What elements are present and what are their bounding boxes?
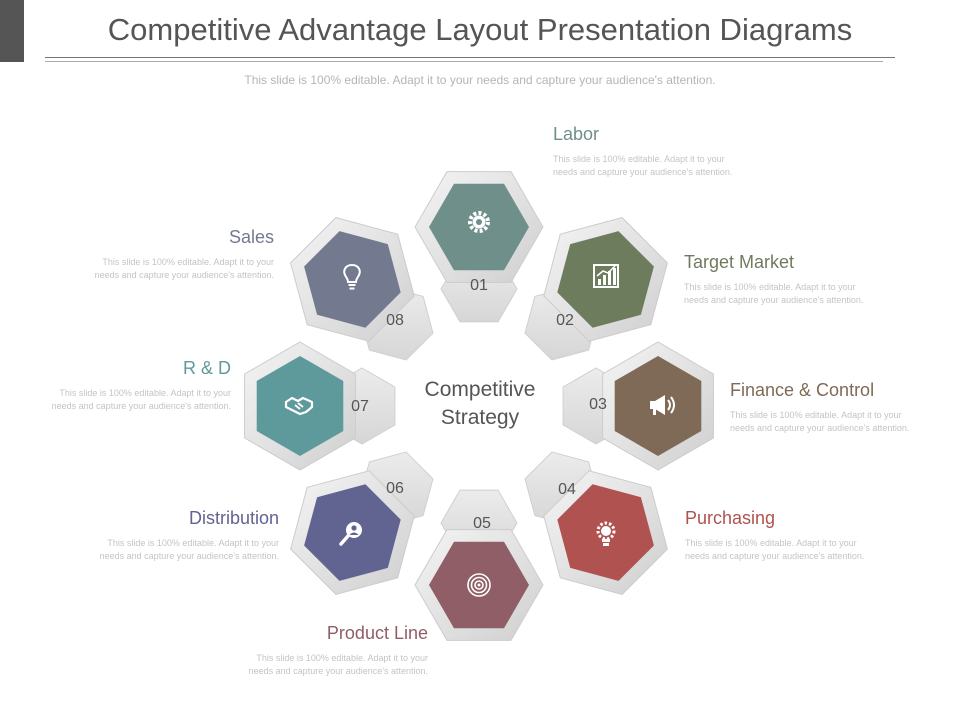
label-distribution-desc: This slide is 100% editable. Adapt it to… bbox=[99, 538, 279, 561]
center-label-line1: Competitive bbox=[424, 378, 536, 401]
step-number-07: 07 bbox=[351, 398, 369, 415]
corner-block bbox=[0, 0, 24, 62]
handshake-icon bbox=[279, 385, 319, 425]
step-number-04: 04 bbox=[558, 481, 576, 498]
target-icon bbox=[459, 565, 499, 605]
step-number-03: 03 bbox=[589, 396, 607, 413]
label-distribution: Distribution This slide is 100% editable… bbox=[79, 508, 279, 563]
step-number-06: 06 bbox=[386, 480, 404, 497]
label-sales: Sales This slide is 100% editable. Adapt… bbox=[74, 227, 274, 282]
lightbulb-icon bbox=[332, 257, 372, 297]
label-product-line: Product Line This slide is 100% editable… bbox=[228, 623, 428, 678]
page-subtitle: This slide is 100% editable. Adapt it to… bbox=[244, 73, 716, 87]
label-finance-control-title: Finance & Control bbox=[730, 380, 875, 400]
label-labor-title: Labor bbox=[553, 124, 600, 144]
label-target-market-desc: This slide is 100% editable. Adapt it to… bbox=[684, 282, 864, 305]
label-target-market: Target Market This slide is 100% editabl… bbox=[684, 252, 884, 307]
magnifier-person-icon bbox=[332, 513, 372, 553]
label-rd-title: R & D bbox=[182, 358, 231, 378]
gear-icon bbox=[459, 202, 499, 242]
label-labor: Labor This slide is 100% editable. Adapt… bbox=[553, 124, 753, 179]
label-sales-desc: This slide is 100% editable. Adapt it to… bbox=[94, 257, 274, 280]
label-product-line-title: Product Line bbox=[326, 623, 428, 643]
title-underline-secondary bbox=[45, 61, 883, 62]
label-product-line-desc: This slide is 100% editable. Adapt it to… bbox=[248, 653, 428, 676]
bar-chart-icon bbox=[586, 256, 626, 296]
label-finance-control: Finance & Control This slide is 100% edi… bbox=[730, 380, 930, 435]
hexagon-fill-07 bbox=[256, 356, 344, 456]
center-label-line2: Strategy bbox=[440, 406, 520, 429]
step-number-05: 05 bbox=[473, 515, 491, 532]
page-title: Competitive Advantage Layout Presentatio… bbox=[107, 12, 853, 47]
step-number-08: 08 bbox=[386, 312, 404, 329]
center-label: Competitive Strategy bbox=[380, 376, 580, 432]
label-purchasing-desc: This slide is 100% editable. Adapt it to… bbox=[685, 538, 865, 561]
label-target-market-title: Target Market bbox=[684, 252, 795, 272]
label-finance-control-desc: This slide is 100% editable. Adapt it to… bbox=[730, 410, 910, 433]
hexagon-fill-08 bbox=[304, 231, 401, 328]
label-labor-desc: This slide is 100% editable. Adapt it to… bbox=[553, 154, 733, 177]
step-number-01: 01 bbox=[470, 277, 488, 294]
step-number-02: 02 bbox=[556, 312, 574, 329]
label-rd: R & D This slide is 100% editable. Adapt… bbox=[31, 358, 231, 413]
lightbulb-gear-icon bbox=[586, 514, 626, 554]
label-sales-title: Sales bbox=[228, 227, 274, 247]
megaphone-icon bbox=[641, 385, 681, 425]
label-purchasing: Purchasing This slide is 100% editable. … bbox=[685, 508, 885, 563]
label-purchasing-title: Purchasing bbox=[685, 508, 776, 528]
label-distribution-title: Distribution bbox=[188, 508, 279, 528]
label-rd-desc: This slide is 100% editable. Adapt it to… bbox=[51, 388, 231, 411]
title-underline bbox=[45, 57, 895, 58]
